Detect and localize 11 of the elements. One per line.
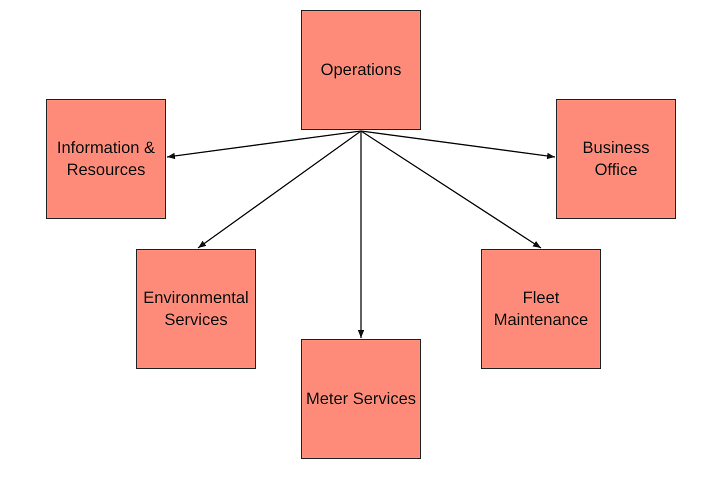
department-box: Meter Services xyxy=(301,339,421,459)
arrow xyxy=(358,131,364,338)
arrow xyxy=(360,130,542,249)
arrow xyxy=(360,130,556,160)
department-box: Fleet Maintenance xyxy=(481,249,601,369)
department-box: Operations xyxy=(301,10,421,130)
department-box: Information & Resources xyxy=(46,99,166,219)
arrow xyxy=(166,130,362,160)
arrow xyxy=(198,130,362,249)
department-box: Business Office xyxy=(556,99,676,219)
department-box: Environmental Services xyxy=(136,249,256,369)
